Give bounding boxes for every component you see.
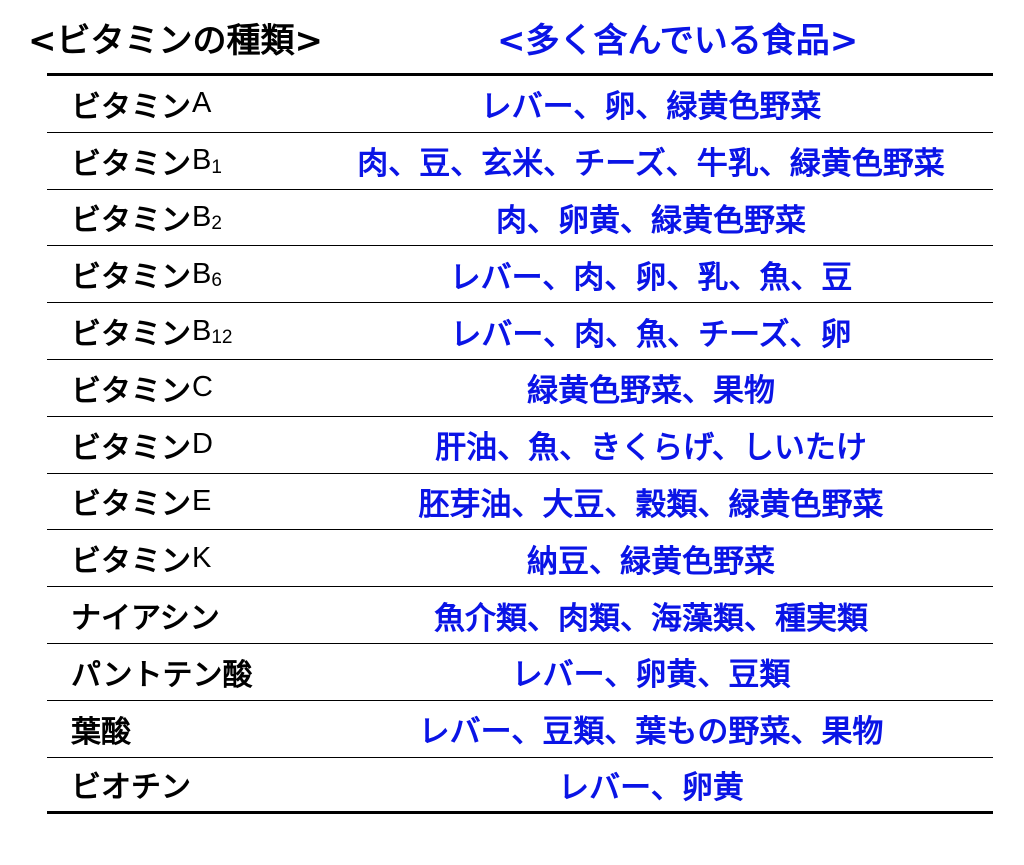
table-row: ナイアシン 魚介類、肉類、海藻類、種実類 <box>47 587 993 644</box>
foods-cell: レバー、卵、緑黄色野菜 <box>480 89 822 126</box>
vitamin-name: 葉酸 <box>71 701 132 757</box>
vitamin-name-text: ビオチン <box>71 770 191 806</box>
foods-cell: レバー、卵黄 <box>558 769 744 806</box>
vitamin-type-heading: <ビタミンの種類> <box>28 21 323 61</box>
vitamin-name-text: 葉酸 <box>71 714 131 750</box>
vitamin-suffix: B <box>192 144 212 177</box>
vitamin-name-text: ビタミン <box>71 146 191 182</box>
foods-cell: 胚芽油、大豆、穀類、緑黄色野菜 <box>418 486 884 523</box>
vitamin-suffix: K <box>192 541 212 574</box>
vitamin-name-text: ナイアシン <box>71 601 220 637</box>
vitamin-suffix: E <box>192 484 212 517</box>
foods-cell: レバー、肉、魚、チーズ、卵 <box>450 316 852 353</box>
vitamin-name-text: ビタミン <box>71 430 191 466</box>
vitamin-subscript: 12 <box>211 327 233 349</box>
foods-cell: 肉、卵黄、緑黄色野菜 <box>496 202 806 239</box>
vitamin-subscript: 1 <box>211 156 222 178</box>
vitamin-suffix: B <box>192 200 212 233</box>
vitamin-suffix: D <box>192 428 213 461</box>
vitamin-name-text: ビタミン <box>71 89 191 125</box>
vitamin-suffix: B <box>192 257 212 290</box>
foods-cell: 肉、豆、玄米、チーズ、牛乳、緑黄色野菜 <box>357 146 945 183</box>
foods-cell: 緑黄色野菜、果物 <box>527 373 775 410</box>
foods-cell: 納豆、緑黄色野菜 <box>527 543 775 580</box>
table-row: ビオチン レバー、卵黄 <box>47 758 993 815</box>
vitamin-suffix: B <box>192 314 212 347</box>
vitamin-name-text: ビタミン <box>71 260 191 296</box>
foods-cell: レバー、豆類、葉もの野菜、果物 <box>418 714 884 751</box>
vitamin-suffix: A <box>192 87 212 120</box>
vitamin-name-text: ビタミン <box>71 317 191 353</box>
vitamin-subscript: 2 <box>211 213 222 235</box>
vitamin-name-text: パントテン酸 <box>71 657 253 693</box>
foods-cell: 肝油、魚、きくらげ、しいたけ <box>435 430 867 467</box>
vitamin-name-text: ビタミン <box>71 487 191 523</box>
vitamin-name-text: ビタミン <box>71 544 191 580</box>
foods-cell: レバー、肉、卵、乳、魚、豆 <box>449 259 853 296</box>
vitamin-name-text: ビタミン <box>71 203 191 239</box>
vitamin-name: ビオチン <box>71 758 192 812</box>
vitamin-subscript: 6 <box>211 270 222 292</box>
vitamin-name: パントテン酸 <box>71 644 254 700</box>
foods-cell: レバー、卵黄、豆類 <box>511 657 791 694</box>
table-row: 葉酸 レバー、豆類、葉もの野菜、果物 <box>47 701 993 758</box>
table-header: <ビタミンの種類> <多く含んでいる食品> <box>0 12 1024 70</box>
foods-cell: 魚介類、肉類、海藻類、種実類 <box>434 600 868 637</box>
vitamin-name: ナイアシン <box>71 587 221 643</box>
vitamin-suffix: C <box>192 371 213 404</box>
foods-heading: <多く含んでいる食品> <box>497 21 859 61</box>
table-row: パントテン酸 レバー、卵黄、豆類 <box>47 644 993 701</box>
vitamin-name-text: ビタミン <box>71 373 191 409</box>
